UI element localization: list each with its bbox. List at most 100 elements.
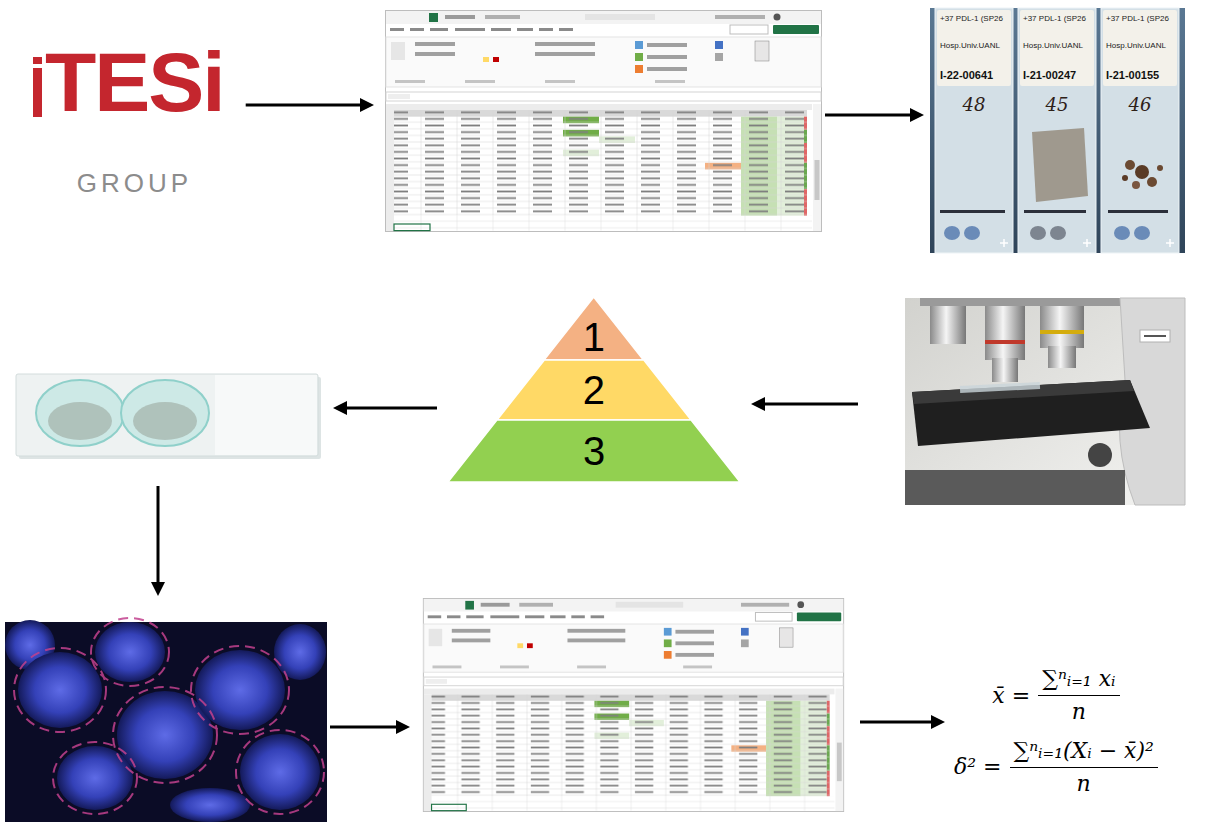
slides-photo (1030, 226, 1046, 240)
pyramid-band-shape (448, 420, 740, 482)
microscope-photo (992, 358, 1018, 382)
glass-slide: +37 PDL-1 (SP26Hosp.Univ.UANL I-21-00247 4… (1018, 8, 1096, 253)
slide-label-text: +37 PDL-1 (SP26 (1106, 14, 1174, 24)
fluorescence-image (14, 618, 324, 814)
microscope-photo (905, 298, 1185, 505)
handwritten-number: 45 (1018, 96, 1096, 114)
fluorescence-image (236, 730, 324, 814)
slides-photo (964, 226, 980, 240)
slides-photo (1125, 160, 1135, 170)
fluorescence-image (18, 652, 102, 728)
slides-photo (940, 210, 1005, 213)
fluorescence-image (170, 788, 250, 822)
pyramid-band-shape (497, 360, 691, 420)
slides-photo (1135, 165, 1149, 179)
slide-illustration (133, 402, 197, 440)
microscope-photo (1088, 443, 1112, 467)
microscope-photo (905, 470, 1125, 505)
flow-arrow (246, 104, 370, 107)
slide-label: +37 PDL-1 (SP26Hosp.Univ.UANL I-22-00641 (937, 10, 1011, 86)
slides-photo (930, 8, 1185, 253)
microscope-photo (905, 298, 1185, 505)
slides-photo (930, 8, 1185, 253)
slides-photo (1000, 239, 1008, 247)
pyramid-band-shape (544, 297, 643, 360)
flow-arrow (330, 726, 406, 729)
logo-tagline: GROUP (45, 170, 224, 196)
level-number: 2 (583, 370, 605, 410)
microscope-photo (1144, 335, 1166, 337)
formula-lhs: δ² = (954, 754, 1002, 780)
slides-photo (1134, 226, 1150, 240)
fluorescence-image (240, 734, 320, 810)
case-number: I-22-00641 (940, 68, 1008, 82)
slide-label: +37 PDL-1 (SP26Hosp.Univ.UANL I-21-00247 (1020, 10, 1094, 86)
company-logo: TESiGROUP (45, 40, 224, 196)
slides-photo (1166, 239, 1174, 247)
level-number: 3 (583, 431, 605, 471)
fluorescence-image (95, 622, 165, 682)
fluorescence-image (5, 618, 327, 822)
slide-illustration (36, 380, 124, 446)
slides-photo (944, 226, 960, 240)
fluorescence-image (53, 742, 137, 814)
microscope-photo (1040, 330, 1084, 334)
microscope-photo (912, 380, 1150, 446)
fluorescence-image (113, 687, 217, 783)
slide-label-text: +37 PDL-1 (SP26 (940, 14, 1008, 24)
slide-label: +37 PDL-1 (SP26Hosp.Univ.UANLI-21-00155 (1103, 10, 1177, 86)
slides-photo (1024, 210, 1086, 213)
slides-photo (1050, 226, 1066, 240)
microscope-photo (1140, 330, 1170, 342)
formula-block: x̄ =∑ⁿᵢ₌₁ xᵢnδ² =∑ⁿᵢ₌₁(Xᵢ − x̄)²n (950, 662, 1162, 802)
pyramid: 1 2 3 (448, 297, 740, 482)
spreadsheet-screenshot (386, 11, 822, 232)
handwritten-number: 48 (935, 96, 1013, 114)
spreadsheet-screenshot (385, 10, 822, 232)
slide-label-text: Hosp.Univ.UANL (940, 41, 1008, 51)
fluorescence-image (195, 650, 285, 730)
slide-illustration (16, 374, 321, 459)
slides-photo (1101, 8, 1179, 253)
slide-illustration (215, 375, 317, 455)
slide-illustration (121, 380, 209, 446)
case-number: I-21-00247 (1023, 68, 1091, 82)
slide-illustration (10, 368, 322, 462)
slide-illustration (16, 374, 318, 456)
slide-label-text: +37 PDL-1 (SP26 (1023, 14, 1091, 24)
pyramid-level: 2 (497, 360, 691, 420)
glass-slide: +37 PDL-1 (SP26Hosp.Univ.UANL I-22-00641 4… (935, 8, 1013, 253)
microscope-photo (1040, 306, 1084, 348)
slide-label-text: Hosp.Univ.UANL (1106, 41, 1174, 51)
formula-numerator: ∑ⁿᵢ₌₁ xᵢ (1038, 666, 1119, 696)
flow-arrow (825, 114, 920, 117)
flow-arrow (337, 407, 437, 410)
logo-wordmark: TESi (45, 40, 224, 124)
flow-arrow (860, 721, 941, 724)
formula-row: δ² = ∑ⁿᵢ₌₁(Xᵢ − x̄)²n (954, 738, 1158, 798)
slides-photo (1114, 226, 1130, 240)
fluorescence-image (57, 746, 133, 810)
formula-fraction: ∑ⁿᵢ₌₁(Xᵢ − x̄)²n (1010, 738, 1158, 798)
logo-mark (33, 57, 42, 117)
microscope-photo (930, 306, 966, 344)
microscope-photo (960, 382, 1040, 393)
fluorescence-image (91, 618, 169, 686)
formula-fraction: ∑ⁿᵢ₌₁ xᵢn (1038, 666, 1119, 726)
slides-photo (1018, 8, 1096, 253)
flow-arrow (157, 486, 160, 592)
slides-photo (1122, 175, 1128, 181)
microscope-photo (985, 340, 1025, 344)
slides-photo (1132, 181, 1140, 189)
slides-photo: +37 PDL-1 (SP26Hosp.Univ.UANL I-22-00641 4… (930, 8, 1185, 253)
microscope-photo (905, 298, 1185, 505)
formula-denominator: n (1077, 768, 1091, 797)
slide-illustration (48, 402, 112, 440)
pyramid-level: 1 (544, 297, 643, 360)
glass-slide: +37 PDL-1 (SP26Hosp.Univ.UANLI-21-001554… (1101, 8, 1179, 253)
slides-photo (1032, 128, 1088, 202)
handwritten-number: 46 (1101, 96, 1179, 114)
microscope-photo (912, 380, 1134, 404)
slide-label-text: Hosp.Univ.UANL (1023, 41, 1091, 51)
spreadsheet-screenshot (386, 11, 822, 232)
